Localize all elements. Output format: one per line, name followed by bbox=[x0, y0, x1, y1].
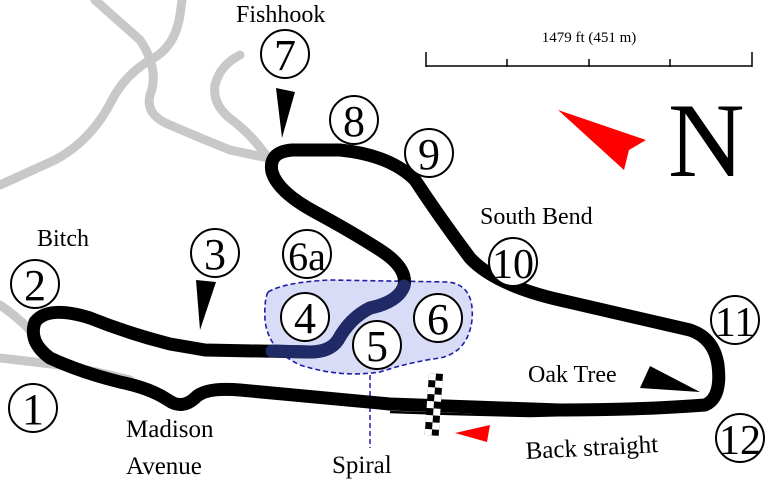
road-upper-left bbox=[0, 0, 187, 190]
turn-4-circle bbox=[280, 292, 330, 342]
spiral-highlight bbox=[265, 279, 411, 359]
label-south-bend: South Bend bbox=[480, 204, 593, 230]
turn-7-circle bbox=[260, 29, 310, 79]
turn-1-circle bbox=[8, 383, 58, 433]
turn-3-label: 3 bbox=[204, 230, 226, 279]
turn-11-label: 11 bbox=[715, 300, 755, 346]
turn-7-label: 7 bbox=[274, 31, 296, 80]
turn-10-circle bbox=[488, 237, 538, 287]
turn-9-circle bbox=[404, 128, 454, 178]
turn-6-circle bbox=[413, 293, 463, 343]
road-upper-branch bbox=[90, 0, 273, 163]
turn-markers bbox=[8, 29, 765, 463]
label-oak-tree: Oak Tree bbox=[528, 362, 617, 388]
turn-8-label: 8 bbox=[343, 97, 365, 146]
turn-6a-label: 6a bbox=[288, 234, 326, 279]
turn-2-circle bbox=[10, 259, 60, 309]
north-letter: N bbox=[668, 82, 745, 199]
turn-8-circle bbox=[329, 95, 379, 145]
label-madison-line2: Avenue bbox=[126, 453, 202, 480]
turn-5-label: 5 bbox=[366, 322, 388, 371]
label-back-straight: Back straight bbox=[525, 431, 659, 465]
label-spiral: Spiral bbox=[332, 452, 392, 479]
road-hairpin-loop bbox=[210, 50, 273, 163]
label-madison-line1: Madison bbox=[126, 416, 214, 443]
turn-5-circle bbox=[352, 320, 402, 370]
corner-marker-3 bbox=[196, 280, 216, 330]
checkered-flag bbox=[424, 373, 443, 436]
turn-1-label: 1 bbox=[22, 385, 44, 434]
turn-12-label: 12 bbox=[719, 418, 761, 464]
label-bitch: Bitch bbox=[37, 226, 89, 252]
label-fishhook: Fishhook bbox=[236, 2, 325, 28]
turn-6-label: 6 bbox=[427, 295, 449, 344]
turn-12-circle bbox=[715, 413, 765, 463]
scale-bar bbox=[425, 52, 753, 67]
back-straight-inner-line bbox=[389, 404, 706, 418]
corner-markers bbox=[196, 88, 700, 392]
turn-4-label: 4 bbox=[294, 294, 316, 343]
turn-11-circle bbox=[710, 295, 760, 345]
scale-label: 1479 ft (451 m) bbox=[542, 30, 637, 46]
corner-marker-oak-tree bbox=[640, 366, 700, 392]
direction-arrow-red bbox=[455, 425, 490, 442]
turn-3-circle bbox=[190, 228, 240, 278]
corner-marker-7 bbox=[276, 88, 295, 138]
north-arrow bbox=[558, 110, 646, 170]
turn-2-label: 2 bbox=[24, 261, 46, 310]
turn-6a-circle bbox=[282, 229, 332, 279]
turn-10-label: 10 bbox=[492, 242, 534, 288]
turn-9-label: 9 bbox=[418, 130, 440, 179]
